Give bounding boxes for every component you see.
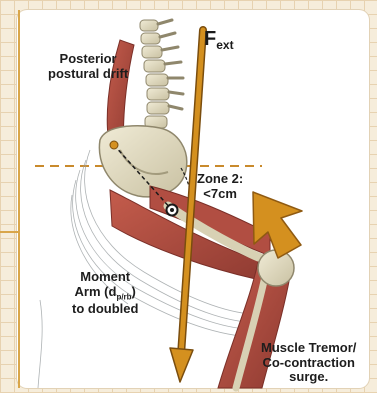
knee-joint-icon <box>258 250 294 286</box>
posterior-drift-marker <box>110 141 118 149</box>
pelvis-icon <box>99 126 186 197</box>
zone-line1: Zone 2: <box>197 171 243 186</box>
zone-line2: <7cm <box>203 186 237 201</box>
muscle-tremor-label: Muscle Tremor/ Co-contraction surge. <box>261 341 356 385</box>
tremor-line3: surge. <box>289 369 328 384</box>
moment-subscript: p/rb <box>116 292 131 301</box>
moment-line2: Arm (d <box>75 284 117 299</box>
posterior-drift-line2: postural drift <box>48 66 128 81</box>
force-symbol: F <box>204 28 216 50</box>
zone-label: Zone 2: <7cm <box>197 172 243 201</box>
moment-line3: to doubled <box>72 301 138 316</box>
moment-arm-label: Moment Arm (dp/rb) to doubled <box>72 270 138 317</box>
spine-icon <box>140 20 183 128</box>
force-subscript: ext <box>216 38 233 52</box>
moment-line1: Moment <box>80 269 130 284</box>
external-force-label: Fext <box>204 28 234 52</box>
posterior-drift-label: Posterior postural drift <box>48 52 128 81</box>
moment-line2-tail: ) <box>132 284 136 299</box>
posterior-drift-line1: Posterior <box>60 51 117 66</box>
tremor-line2: Co-contraction <box>262 355 354 370</box>
tremor-line1: Muscle Tremor/ <box>261 340 356 355</box>
